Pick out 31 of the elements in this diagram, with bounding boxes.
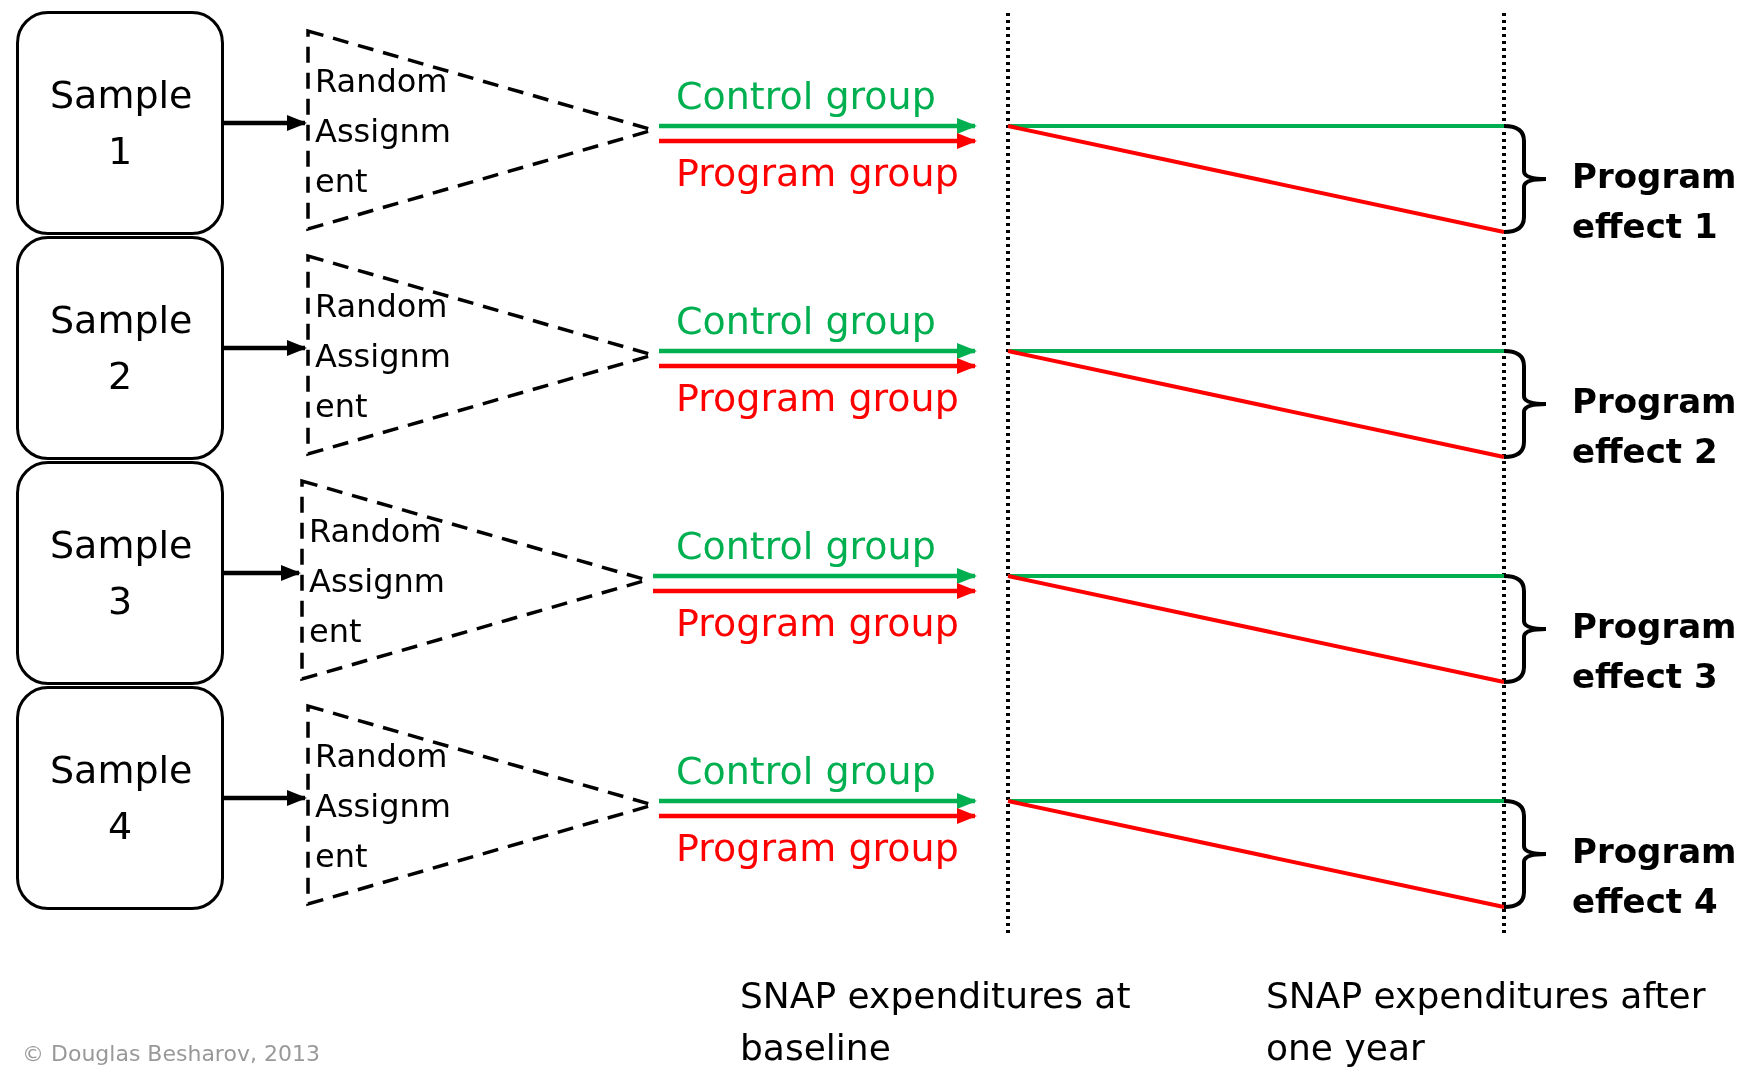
axis-label: SNAP expenditures at baseline [740, 974, 1132, 1070]
triangle-label: Random Assignment [309, 511, 446, 652]
effect-label: Program effect 2 [1572, 380, 1738, 473]
sample-label: Sample 3 [50, 522, 190, 625]
arrow [653, 583, 977, 599]
arrow [659, 808, 977, 824]
triangle-label: Random Assignment [315, 736, 452, 877]
copyright-note: © Douglas Besharov, 2013 [22, 1040, 321, 1068]
effect-label: Program effect 3 [1572, 605, 1738, 698]
arrow [659, 343, 977, 359]
arrow [224, 790, 307, 806]
arrow [224, 340, 307, 356]
arrow [659, 358, 977, 374]
sample-label: Sample 2 [50, 297, 190, 400]
axis-label: SNAP expenditures after one year [1266, 974, 1707, 1070]
arrow [224, 565, 301, 581]
sample-box [16, 461, 224, 685]
arrow [653, 568, 977, 584]
triangle-label: Random Assignment [315, 286, 452, 427]
triangle-label: Random Assignment [315, 61, 452, 202]
sample-box [16, 236, 224, 460]
sample-label: Sample 1 [50, 72, 190, 175]
sample-box [16, 686, 224, 910]
arrow [224, 115, 307, 131]
effect-label: Program effect 1 [1572, 155, 1738, 248]
arrow [659, 118, 977, 134]
arrow [659, 793, 977, 809]
effect-label: Program effect 4 [1572, 830, 1738, 923]
arrow [659, 133, 977, 149]
sample-label: Sample 4 [50, 747, 190, 850]
sample-box [16, 11, 224, 235]
